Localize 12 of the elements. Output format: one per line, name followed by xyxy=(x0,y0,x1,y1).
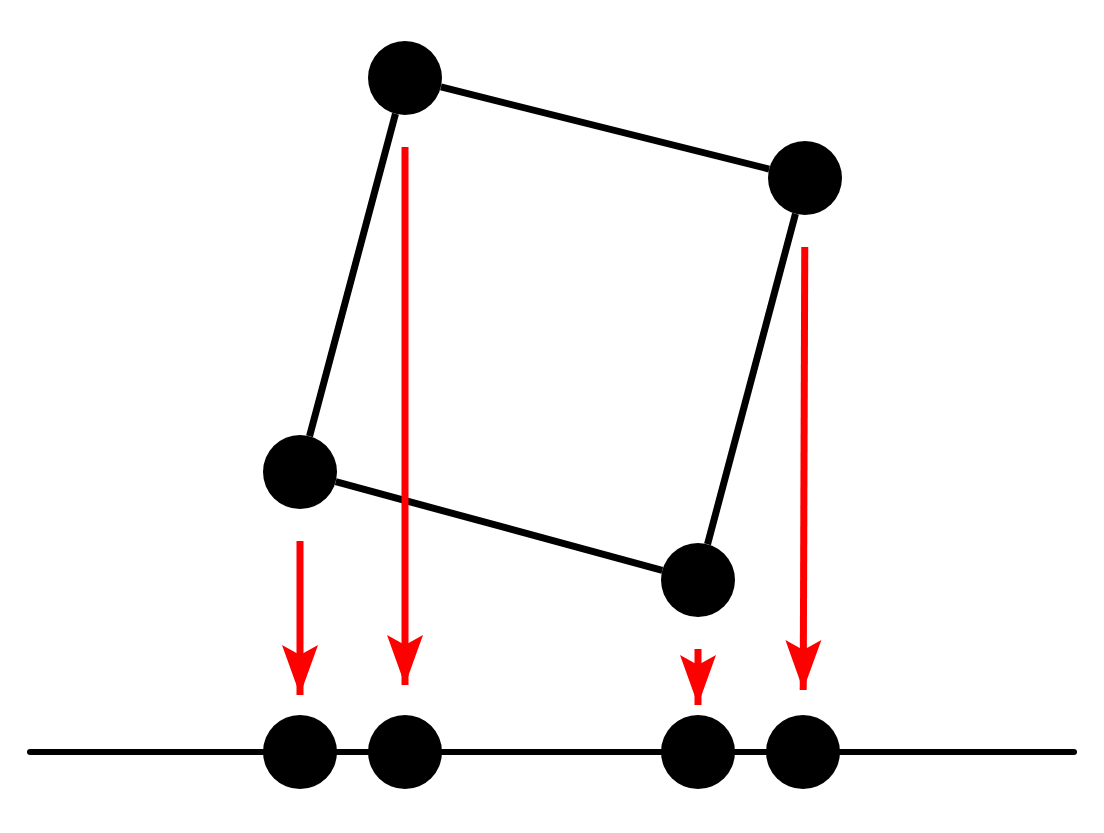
connector-line xyxy=(440,83,770,173)
vertex-dot xyxy=(368,715,442,789)
vertex-dot xyxy=(263,435,337,509)
vertex-dot xyxy=(368,41,442,115)
vertex-dot xyxy=(263,715,337,789)
connector-line xyxy=(334,478,664,574)
connector-line xyxy=(704,212,799,546)
vertex-dot xyxy=(768,141,842,215)
vertex-dot xyxy=(661,543,735,617)
vertex-dot xyxy=(661,715,735,789)
connector-line xyxy=(306,112,399,438)
vertex-dot xyxy=(766,715,840,789)
